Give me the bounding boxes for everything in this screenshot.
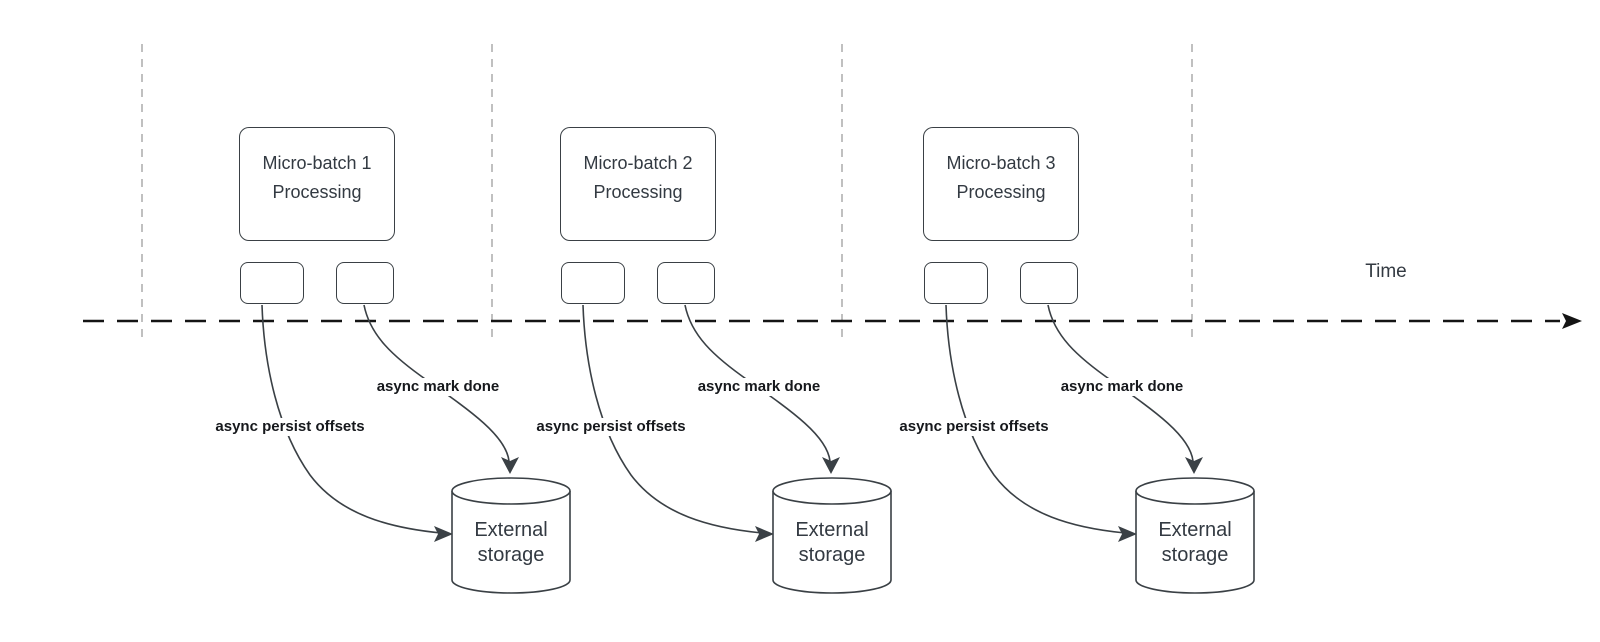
external-storage-cylinder bbox=[772, 491, 892, 594]
mark-done-label-1: async mark done bbox=[373, 378, 503, 396]
interval-gridlines bbox=[141, 44, 1193, 338]
mark-done-label-2: async mark done bbox=[694, 378, 824, 396]
time-label: Time bbox=[1365, 261, 1407, 282]
mark-done-arrowhead-icon bbox=[1185, 457, 1203, 474]
persist-offsets-arrowhead-icon bbox=[755, 526, 774, 542]
sub-task-box-left-2 bbox=[561, 262, 625, 304]
persist-offsets-label-3: async persist offsets bbox=[896, 418, 1052, 436]
external-storage-cylinder-top bbox=[1135, 477, 1255, 505]
external-storage-cylinder-top bbox=[451, 477, 571, 505]
external-storage-label-3: External storage bbox=[1158, 519, 1232, 566]
persist-offsets-label-1: async persist offsets bbox=[212, 418, 368, 436]
external-storage-cylinder bbox=[451, 491, 571, 594]
persist-offsets-arrowhead-icon bbox=[1118, 526, 1137, 542]
persist-offsets-arrow bbox=[945, 304, 1126, 534]
sub-task-box-right-3 bbox=[1020, 262, 1078, 304]
mark-done-arrowhead-icon bbox=[501, 457, 519, 474]
sub-task-box-right-1 bbox=[336, 262, 394, 304]
column-1-flows bbox=[261, 304, 571, 594]
mark-done-label-3: async mark done bbox=[1057, 378, 1187, 396]
external-storage-label-1: External storage bbox=[474, 519, 548, 566]
micro-batch-box-3: Micro-batch 3 Processing bbox=[923, 127, 1079, 241]
micro-batch-box-1: Micro-batch 1 Processing bbox=[239, 127, 395, 241]
external-storage-label-2: External storage bbox=[795, 519, 869, 566]
external-storage-cylinder-top bbox=[772, 477, 892, 505]
mark-done-arrowhead-icon bbox=[822, 457, 840, 474]
persist-offsets-arrow bbox=[261, 304, 442, 534]
micro-batch-box-2: Micro-batch 2 Processing bbox=[560, 127, 716, 241]
sub-task-box-left-1 bbox=[240, 262, 304, 304]
sub-task-box-right-2 bbox=[657, 262, 715, 304]
time-axis bbox=[83, 313, 1582, 329]
time-axis-arrowhead-icon bbox=[1562, 313, 1582, 329]
persist-offsets-label-2: async persist offsets bbox=[533, 418, 689, 436]
persist-offsets-arrowhead-icon bbox=[434, 526, 453, 542]
persist-offsets-arrow bbox=[582, 304, 763, 534]
sub-task-box-left-3 bbox=[924, 262, 988, 304]
external-storage-cylinder bbox=[1135, 491, 1255, 594]
